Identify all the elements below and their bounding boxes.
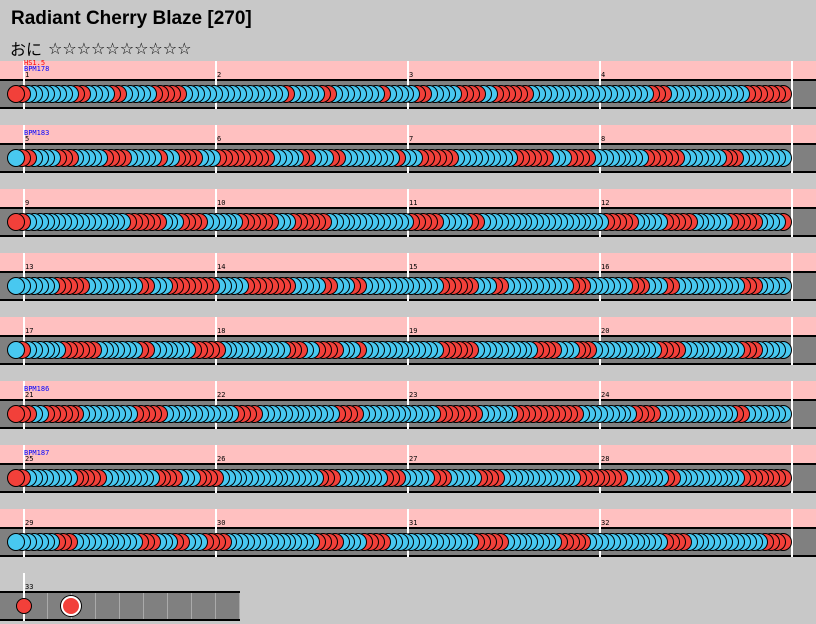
ka-note <box>7 341 25 359</box>
measure-number: 20 <box>601 327 610 335</box>
ka-note <box>7 149 25 167</box>
chart-row: 5 6 7 8 BPM183 <box>0 125 816 175</box>
don-note <box>7 469 25 487</box>
measure-number: 22 <box>217 391 226 399</box>
measure-number: 23 <box>409 391 418 399</box>
measure-number: 8 <box>601 135 606 143</box>
measure-number: 26 <box>217 455 226 463</box>
barline <box>23 573 25 621</box>
lane-border-bottom <box>0 619 240 621</box>
song-title: Radiant Cherry Blaze [270] <box>11 8 252 29</box>
measure-number: 27 <box>409 455 418 463</box>
measure-number: 16 <box>601 263 610 271</box>
bpm-change: BPM187 <box>24 449 50 457</box>
measure-number: 3 <box>409 71 414 79</box>
chart-row: 21 22 23 24 BPM186 <box>0 381 816 431</box>
beat-divider <box>119 593 120 619</box>
don-note <box>7 405 25 423</box>
measure-number: 33 <box>25 583 34 591</box>
barline <box>791 61 793 109</box>
measure-number: 17 <box>25 327 34 335</box>
chart-row-final: 33 <box>0 573 240 623</box>
scroll-speed: HS1.5 <box>24 59 46 67</box>
measure-number: 19 <box>409 327 418 335</box>
measure-number: 9 <box>25 199 30 207</box>
don-note <box>7 213 25 231</box>
measure-number: 15 <box>409 263 418 271</box>
ka-note <box>7 533 25 551</box>
big-don-note <box>61 596 81 616</box>
bpm-change: BPM178 <box>24 65 50 73</box>
measure-number: 24 <box>601 391 610 399</box>
measure-number: 25 <box>25 455 34 463</box>
beat-divider <box>47 593 48 619</box>
lane-border-top <box>0 591 240 593</box>
beat-divider <box>239 593 240 619</box>
barline <box>791 189 793 237</box>
measure-number: 10 <box>217 199 226 207</box>
note-track <box>0 593 240 619</box>
difficulty-row: おに ☆☆☆☆☆☆☆☆☆☆ <box>10 38 192 60</box>
measure-number: 12 <box>601 199 610 207</box>
don-note <box>16 598 32 614</box>
measure-number: 31 <box>409 519 418 527</box>
chart-row: 17 18 19 20 <box>0 317 816 367</box>
difficulty-stars: ☆☆☆☆☆☆☆☆☆☆ <box>48 38 192 58</box>
beat-divider <box>167 593 168 619</box>
measure-number: 30 <box>217 519 226 527</box>
beat-divider <box>215 593 216 619</box>
measure-number: 7 <box>409 135 414 143</box>
beat-divider <box>143 593 144 619</box>
don-note <box>7 85 25 103</box>
chart-row: 9 10 11 12 <box>0 189 816 239</box>
measure-number: 32 <box>601 519 610 527</box>
measure-number: 14 <box>217 263 226 271</box>
measure-number: 4 <box>601 71 606 79</box>
measure-number: 6 <box>217 135 222 143</box>
barline <box>791 253 793 301</box>
barline <box>791 509 793 557</box>
beat-divider <box>95 593 96 619</box>
barline <box>791 125 793 173</box>
barline <box>791 317 793 365</box>
barline <box>791 445 793 493</box>
bpm-change: BPM183 <box>24 129 50 137</box>
measure-number: 11 <box>409 199 418 207</box>
bpm-change: BPM186 <box>24 385 50 393</box>
measure-number: 29 <box>25 519 34 527</box>
beat-divider <box>191 593 192 619</box>
measure-number: 18 <box>217 327 226 335</box>
measure-number: 28 <box>601 455 610 463</box>
chart-row: 29 30 31 32 <box>0 509 816 559</box>
measure-number: 1 <box>25 71 30 79</box>
ka-note <box>7 277 25 295</box>
barline <box>791 381 793 429</box>
chart-row: 13 14 15 16 <box>0 253 816 303</box>
chart-row: 25 26 27 28 BPM187 <box>0 445 816 495</box>
measure-number: 5 <box>25 135 30 143</box>
measure-number: 13 <box>25 263 34 271</box>
difficulty-label: おに <box>10 40 43 59</box>
measure-number: 21 <box>25 391 34 399</box>
measure-number: 2 <box>217 71 222 79</box>
